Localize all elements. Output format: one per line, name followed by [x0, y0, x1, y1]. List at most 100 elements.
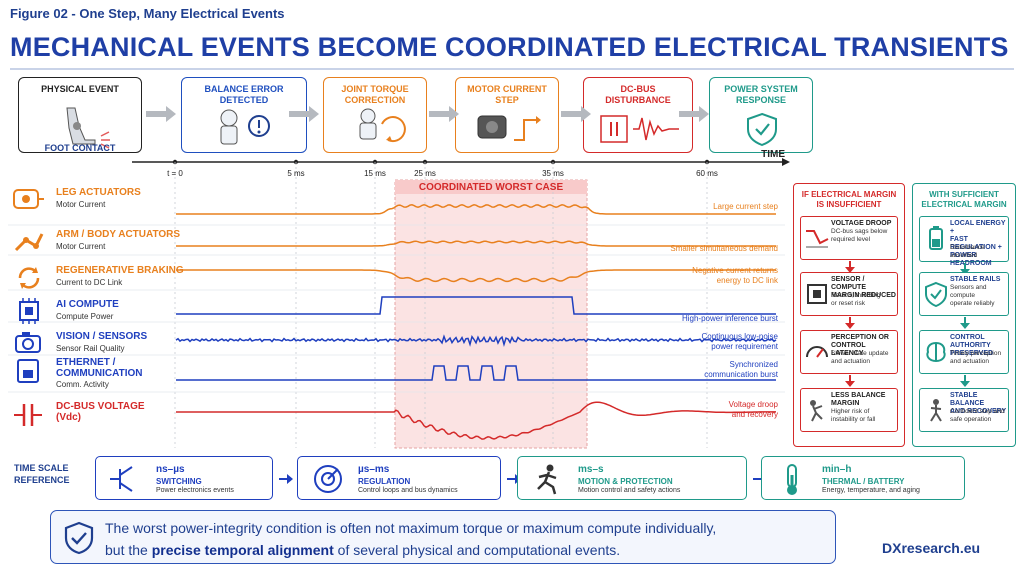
time-tick-label: 5 ms	[287, 169, 304, 178]
outcome-title: STABLE BALANCE AND RECOVERY	[950, 392, 1007, 415]
arrow-down-icon	[845, 375, 855, 387]
signal-note: Continuous low-noise power requirement	[701, 332, 779, 351]
robot-arm-icon	[14, 233, 44, 252]
worst-case-window	[394, 179, 588, 449]
arrow-down-icon	[960, 317, 970, 329]
stage-title: MOTOR CURRENT STEP	[467, 84, 547, 105]
timescale-description: Control loops and bus dynamics	[358, 487, 458, 494]
arrow-right-icon	[561, 106, 591, 122]
signal-name: ETHERNET / COMMUNICATION	[56, 357, 143, 379]
outcome-description: Slower state update and actuation	[831, 350, 889, 365]
battery-icon	[929, 226, 943, 250]
signal-name: REGENERATIVE BRAKING	[56, 265, 184, 276]
note-line-2-start: but the	[105, 542, 152, 558]
signal-trace	[176, 204, 776, 215]
stage-card: MOTOR CURRENT STEP	[455, 77, 559, 153]
outcome-title: SENSOR / COMPUTE MARGIN REDUCED	[831, 276, 896, 299]
panel-title: IF ELECTRICAL MARGIN IS INSUFFICIENT	[801, 190, 897, 209]
time-tick-label: 15 ms	[364, 169, 386, 178]
signal-note: Large current step	[713, 202, 778, 211]
motor-icon	[13, 189, 44, 209]
signal-trace	[175, 334, 777, 348]
outcome-description: Reruns, throttling or reset risk	[831, 292, 881, 307]
stage-card: JOINT TORQUE CORRECTION	[323, 77, 427, 153]
signal-name: DC-BUS VOLTAGE (Vdc)	[56, 401, 145, 423]
time-tick-label: 25 ms	[414, 169, 436, 178]
outcome-description: DC-bus sags below required level	[831, 228, 888, 243]
arrow-right-icon	[279, 474, 293, 484]
signal-unit: Sensor Rail Quality	[56, 344, 125, 353]
timescale-description: Energy, temperature, and aging	[822, 487, 920, 494]
outcome-description: Higher risk of instability or fall	[831, 408, 876, 423]
robot-leg-icon	[66, 107, 110, 149]
brain-icon	[926, 341, 946, 363]
outcome-title: VOLTAGE DROOP	[831, 220, 892, 227]
outcome-title: LESS BALANCE MARGIN	[831, 392, 886, 407]
signal-trace	[176, 296, 776, 315]
capacitor-icon	[600, 115, 679, 143]
robot-fall-icon	[810, 400, 823, 422]
time-tick-label: 35 ms	[542, 169, 564, 178]
stage-caption: FOOT CONTACT	[44, 143, 116, 153]
sufficient-margin-panel: WITH SUFFICIENT ELECTRICAL MARGIN LOCAL E…	[912, 183, 1016, 447]
signal-unit: Motor Current	[56, 242, 106, 251]
timescale-description: Motion control and safety actions	[578, 487, 681, 494]
signal-note: Smaller simultaneous demand	[670, 244, 778, 253]
signal-name: AI COMPUTE	[56, 299, 119, 310]
ethernet-icon	[17, 359, 39, 383]
signal-note: Negative current returns energy to DC li…	[692, 266, 778, 285]
outcome-description: Sensors and compute operate reliably	[950, 284, 995, 307]
signal-name: ARM / BODY ACTUATORS	[56, 229, 181, 240]
timescale-label: TIME SCALE REFERENCE	[14, 463, 70, 485]
arrow-right-icon	[679, 106, 709, 122]
timescale-name: THERMAL / BATTERY	[822, 477, 905, 486]
outcome-title: PERCEPTION OR CONTROL LATENCY	[831, 334, 889, 357]
brand-label: DXresearch.eu	[882, 540, 981, 556]
stage-title: BALANCE ERROR DETECTED	[204, 84, 284, 105]
key-insight-note: The worst power-integrity condition is o…	[50, 510, 836, 564]
note-line-2-end: of several physical and computational ev…	[333, 542, 621, 558]
runner-icon	[537, 464, 557, 495]
time-tick-label: t = 0	[167, 169, 183, 178]
signal-name: LEG ACTUATORS	[56, 187, 141, 198]
stage-title: PHYSICAL EVENT	[41, 84, 119, 94]
timescale-range: min–h	[822, 464, 852, 475]
worst-case-label: COORDINATED WORST CASE	[418, 182, 564, 193]
timescale-name: REGULATION	[358, 477, 411, 486]
page-title: MECHANICAL EVENTS BECOME COORDINATED ELE…	[10, 32, 1009, 62]
outcome-item: LOCAL ENERGY + FAST REGULATION + POWER H…	[919, 216, 1009, 267]
timescale-range: ns–µs	[156, 464, 185, 475]
stage-card: BALANCE ERROR DETECTED	[181, 77, 307, 153]
outcome-title: LOCAL ENERGY + FAST REGULATION + POWER H…	[950, 220, 1006, 267]
arrow-down-icon	[845, 317, 855, 329]
signal-note: High-power inference burst	[681, 314, 778, 323]
stage-title: POWER SYSTEM RESPONSE	[724, 84, 798, 105]
transistor-icon	[110, 466, 133, 492]
worst-case-header	[395, 180, 587, 194]
shield-check-icon	[925, 281, 947, 307]
droop-chart-icon	[806, 230, 829, 248]
insufficient-margin-panel: IF ELECTRICAL MARGIN IS INSUFFICIENT VOLT…	[793, 183, 905, 447]
target-icon	[314, 465, 342, 493]
arrow-down-icon	[960, 375, 970, 387]
robot-walk-icon	[930, 399, 942, 422]
panel-title: WITH SUFFICIENT ELECTRICAL MARGIN	[921, 190, 1007, 209]
time-axis-arrow	[782, 158, 790, 166]
shield-check-icon	[64, 521, 94, 555]
outcome-title: STABLE RAILS	[950, 276, 1001, 283]
figure-label: Figure 02 - One Step, Many Electrical Ev…	[10, 6, 285, 21]
title-divider	[10, 68, 1014, 70]
stage-card: PHYSICAL EVENT FOOT CONTACT	[18, 77, 142, 153]
stage-title: JOINT TORQUE CORRECTION	[341, 84, 409, 105]
signal-unit: Comm. Activity	[56, 380, 109, 389]
outcome-title: CONTROL AUTHORITY PRESERVED	[950, 334, 994, 357]
